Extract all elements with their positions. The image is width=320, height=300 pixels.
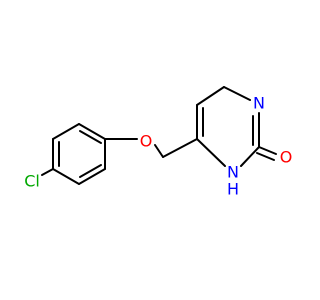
ring-nitrogen-atom-label: N bbox=[253, 94, 265, 113]
atom-label-layer: Cl O N N H O bbox=[24, 94, 292, 199]
nh-hydrogen-atom-label: H bbox=[227, 180, 239, 199]
bond-layer bbox=[41, 86, 277, 185]
bond-c2-o-a bbox=[258, 146, 277, 155]
bond-c5-c4 bbox=[196, 86, 225, 106]
bond-ch2-c6 bbox=[162, 138, 198, 158]
bond-ring-b bbox=[52, 123, 80, 140]
bond-ring-c bbox=[78, 123, 106, 140]
bond-o-ch2 bbox=[154, 144, 164, 158]
molecule-diagram: Cl O N N H O bbox=[24, 86, 292, 199]
bond-ring-c-inner bbox=[79, 130, 102, 144]
ether-oxygen-atom-label: O bbox=[140, 132, 153, 151]
bond-n1-c6 bbox=[196, 138, 226, 167]
bond-ring-e-inner bbox=[79, 164, 102, 178]
bond-c2-n1 bbox=[240, 146, 260, 167]
bond-ring-e bbox=[78, 168, 106, 185]
bond-cl-c1 bbox=[41, 168, 54, 176]
chlorine-atom-label: Cl bbox=[24, 172, 40, 191]
bond-c4-n3 bbox=[223, 86, 251, 101]
structure-canvas: Cl O N N H O bbox=[24, 86, 293, 199]
carbonyl-oxygen-atom-label: O bbox=[280, 148, 293, 167]
bond-ring-f bbox=[52, 168, 80, 185]
nh-nitrogen-atom-label: N bbox=[227, 163, 239, 182]
bond-c2-o-b bbox=[256, 152, 275, 161]
